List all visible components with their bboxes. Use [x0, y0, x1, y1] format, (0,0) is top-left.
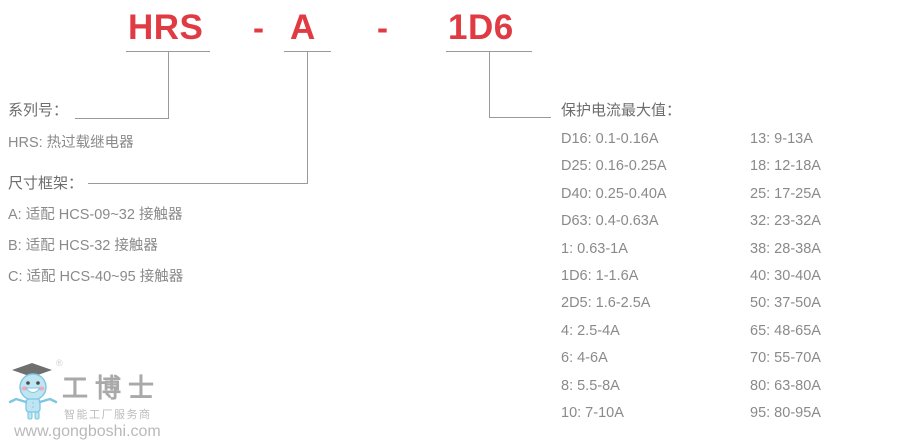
- code-segment-rating: 1D6: [448, 8, 514, 47]
- leader-line-series-horizontal: [75, 118, 169, 119]
- frame-heading: 尺寸框架：: [8, 175, 84, 192]
- rating-item: 10: 7-10A: [561, 405, 624, 422]
- leader-line-series-vertical: [168, 51, 169, 119]
- rating-item: D25: 0.16-0.25A: [561, 158, 667, 175]
- leader-line-rating-horizontal: [489, 117, 551, 118]
- rating-item: 2D5: 1.6-2.5A: [561, 295, 651, 312]
- watermark-tagline: 智能工厂服务商: [64, 409, 152, 421]
- mascot-graduate-icon: [8, 363, 58, 420]
- rating-item: 13: 9-13A: [750, 131, 813, 147]
- rating-item: 1: 0.63-1A: [561, 240, 628, 257]
- rating-item: 50: 37-50A: [750, 295, 821, 312]
- rating-item: 80: 63-80A: [750, 377, 821, 394]
- rating-item: 8: 5.5-8A: [561, 377, 620, 394]
- rating-heading: 保护电流最大值：: [561, 102, 682, 119]
- rating-item: D40: 0.25-0.40A: [561, 185, 667, 202]
- rating-item: 70: 55-70A: [750, 350, 821, 367]
- rating-item: 32: 23-32A: [750, 213, 821, 230]
- rating-item: 4: 2.5-4A: [561, 322, 620, 339]
- series-heading: 系列号：: [8, 102, 69, 119]
- leader-line-rating-vertical: [489, 51, 490, 118]
- watermark-url: www.gongboshi.com: [14, 423, 161, 440]
- leader-line-frame-vertical: [307, 51, 308, 184]
- rating-column-left: D16: 0.1-0.16A D25: 0.16-0.25A D40: 0.25…: [561, 126, 667, 427]
- code-separator-dash-2: -: [377, 9, 388, 46]
- frame-option-item: A: 适配 HCS-09~32 接触器: [8, 207, 183, 223]
- part-number-code-row: HRS - A - 1D6: [0, 6, 900, 52]
- leader-line-frame-horizontal: [88, 183, 308, 184]
- series-description: HRS: 热过载继电器: [8, 135, 134, 151]
- code-segment-frame: A: [290, 8, 316, 47]
- rating-item: 65: 48-65A: [750, 322, 821, 339]
- rating-item: 6: 4-6A: [561, 350, 608, 367]
- rating-column-right: 13: 9-13A 18: 12-18A 25: 17-25A 32: 23-3…: [750, 126, 821, 427]
- code-separator-dash-1: -: [253, 9, 264, 46]
- rating-item: 25: 17-25A: [750, 185, 821, 202]
- rating-item: D63: 0.4-0.63A: [561, 213, 659, 230]
- frame-option-list: A: 适配 HCS-09~32 接触器 B: 适配 HCS-32 接触器 C: …: [8, 200, 183, 293]
- frame-option-item: B: 适配 HCS-32 接触器: [8, 238, 158, 254]
- rating-item: 95: 80-95A: [750, 405, 821, 422]
- rating-item: 40: 30-40A: [750, 268, 821, 285]
- rating-item: 1D6: 1-1.6A: [561, 268, 639, 285]
- rating-item: D16: 0.1-0.16A: [561, 131, 659, 147]
- frame-option-item: C: 适配 HCS-40~95 接触器: [8, 269, 184, 285]
- registered-trademark-mark: ®: [56, 358, 63, 368]
- watermark-logo: ® 工博士 智能工厂服务商 www.gongboshi.com: [4, 356, 200, 440]
- watermark-brand-name: 工博士: [62, 373, 162, 403]
- code-segment-series: HRS: [128, 8, 204, 47]
- rating-item: 18: 12-18A: [750, 158, 821, 175]
- rating-item: 38: 28-38A: [750, 240, 821, 257]
